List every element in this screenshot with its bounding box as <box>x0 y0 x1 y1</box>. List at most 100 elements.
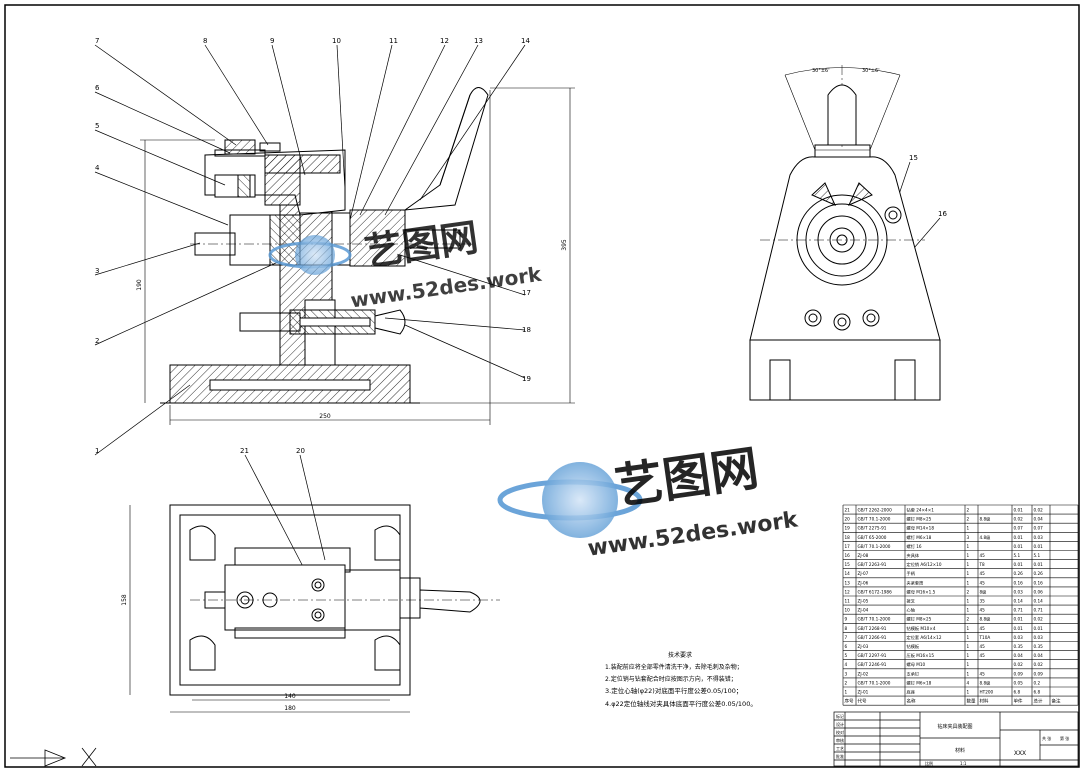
bom-cell: 2 <box>967 508 970 513</box>
balloon-9: 9 <box>270 37 274 45</box>
bom-cell: 0.26 <box>1014 571 1024 576</box>
bom-cell: GB/T 2275-91 <box>858 526 887 531</box>
bom-cell: 螺钉 M6×18 <box>907 534 932 541</box>
bom-cell: 钻套 24×4×1 <box>907 507 935 514</box>
bom-cell: 3 <box>845 671 848 676</box>
bom-cell: 螺钉 M8×25 <box>907 516 932 523</box>
bom-cell: 1 <box>967 644 970 649</box>
bom-header-cell: 代号 <box>858 698 867 705</box>
bom-cell: 0.09 <box>1034 671 1044 676</box>
dim-front-height-right: 395 <box>561 239 568 251</box>
bom-cell: 压板 M16×15 <box>907 652 935 659</box>
bom-cell: 0.02 <box>1014 662 1024 667</box>
bom-cell: 8.8级 <box>980 516 992 523</box>
bom-cell: GB/T 2266-91 <box>858 635 887 640</box>
bom-cell: 0.16 <box>1034 580 1044 585</box>
sheet-border <box>4 4 1080 768</box>
bom-cell: 1 <box>967 553 970 558</box>
tb-row-4: 审核 <box>836 737 844 743</box>
bom-cell: 8.8级 <box>980 679 992 686</box>
bom-cell: ZJ-04 <box>858 608 869 613</box>
bom-cell: 14 <box>845 571 851 576</box>
bom-cell: T10A <box>979 635 991 640</box>
bom-cell: 0.01 <box>1034 544 1044 549</box>
tb-scale-value: 1:1 <box>960 761 967 766</box>
tb-row-2: 设计 <box>836 721 844 727</box>
bom-cell: 19 <box>845 526 851 531</box>
dim-angle-right: 30°±6' <box>862 68 880 74</box>
bom-cell: 0.14 <box>1034 599 1044 604</box>
bom-cell: 螺母 M16×1.5 <box>907 588 936 595</box>
bom-cell: GB/T 2263-91 <box>858 562 887 567</box>
bom-cell: 5 <box>845 653 848 658</box>
bom-cell: 4 <box>845 662 848 667</box>
side-view <box>749 65 941 401</box>
bom-cell: GB/T 2297-91 <box>858 653 887 658</box>
dim-angle-left: 30°±6' <box>812 68 830 74</box>
bom-cell: 45 <box>980 571 986 576</box>
bom-header-cell: 名称 <box>907 698 916 705</box>
bom-cell: ZJ-01 <box>858 690 869 695</box>
bom-cell: GB/T 2268-91 <box>858 626 887 631</box>
dim-front-height-left: 190 <box>136 279 143 291</box>
balloon-2: 2 <box>95 337 99 345</box>
balloon-7: 7 <box>95 37 99 45</box>
bom-cell: 1 <box>967 599 970 604</box>
bom-cell: 1 <box>967 635 970 640</box>
balloon-5: 5 <box>95 122 99 130</box>
tb-sheet-of: 第 张 <box>1060 735 1069 741</box>
bom-cell: 0.03 <box>1014 635 1024 640</box>
tb-row-6: 批准 <box>836 753 844 759</box>
bom-cell: 定位套 A6/14×12 <box>907 634 942 641</box>
bom-cell: 夹紧套筒 <box>907 579 924 586</box>
balloon-13: 13 <box>474 37 483 45</box>
bom-cell: 12 <box>845 589 851 594</box>
bom-cell: 7 <box>845 635 848 640</box>
bom-cell: 15 <box>845 562 851 567</box>
bom-cell: GB/T 70.1-2000 <box>858 617 891 622</box>
bom-cell: ZJ-07 <box>858 571 869 576</box>
bom-cell: 0.35 <box>1034 644 1044 649</box>
balloon-19: 19 <box>522 375 531 383</box>
tb-drawing-title: 钻床夹具装配图 <box>937 723 972 730</box>
bom-cell: GB/T 70.1-2000 <box>858 544 891 549</box>
bom-cell: 17 <box>845 544 851 549</box>
bom-cell: 0.2 <box>1034 680 1041 685</box>
bom-cell: 6.8 <box>1034 690 1041 695</box>
bom-cell: 1 <box>967 608 970 613</box>
bom-cell: 1 <box>967 562 970 567</box>
bom-cell: 0.01 <box>1034 626 1044 631</box>
bom-cell: ZJ-02 <box>858 671 869 676</box>
balloon-8: 8 <box>203 37 207 45</box>
bom-cell: ZJ-05 <box>858 599 869 604</box>
bom-cell: 0.35 <box>1014 644 1024 649</box>
bom-cell: 0.01 <box>1014 562 1024 567</box>
bom-cell: GB/T 2246-91 <box>858 662 887 667</box>
watermark-cn-large: 艺图网 <box>612 440 762 515</box>
bom-cell: 1 <box>845 690 848 695</box>
bom-cell: 螺钉 M8×25 <box>907 616 932 623</box>
bom-cell: GB/T 65-2000 <box>858 535 887 540</box>
bom-cell: 螺钉 16 <box>907 543 922 550</box>
bom-cell: 0.02 <box>1034 508 1044 513</box>
bom-cell: 心轴 <box>907 607 915 614</box>
bom-cell: 0.71 <box>1034 608 1044 613</box>
note-3: 3.定位心轴(φ22)对底面平行度公差0.05/100； <box>605 686 742 695</box>
bom-cell: 45 <box>980 626 986 631</box>
notes-title: 技术要求 <box>668 651 692 659</box>
bom-cell: 0.09 <box>1014 671 1024 676</box>
bom-cell: GB/T 70.1-2000 <box>858 680 891 685</box>
bom-cell: 1 <box>967 526 970 531</box>
bom-cell: 20 <box>845 517 851 522</box>
bom-cell: 2 <box>967 589 970 594</box>
bom-header-cell: 材料 <box>980 698 989 705</box>
bom-cell: 1 <box>967 690 970 695</box>
bom-cell: 8 <box>845 626 848 631</box>
bom-cell: 0.14 <box>1014 599 1024 604</box>
tb-row-3: 校对 <box>836 729 844 735</box>
top-view <box>129 504 500 713</box>
tb-drawing-no: XXX <box>1014 750 1026 757</box>
bom-cell: 螺母 M14×18 <box>907 525 935 532</box>
bom-cell: 45 <box>980 608 986 613</box>
